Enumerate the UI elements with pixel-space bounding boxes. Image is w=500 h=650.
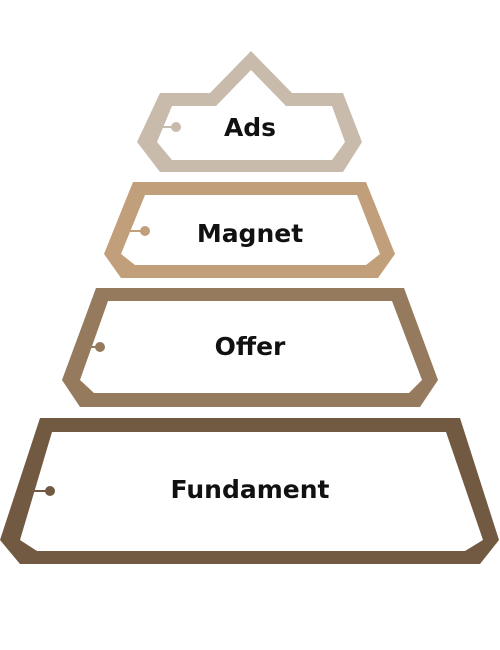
tier-fundament-dot [45,486,55,496]
tier-offer-label: Offer [215,332,286,361]
tier-magnet-shape [104,182,395,278]
tier-fundament-shape [0,418,499,564]
tier-ads-label: Ads [224,113,276,142]
tier-ads: Ads [137,51,362,172]
tier-magnet-dot [140,226,150,236]
tier-fundament-label: Fundament [171,475,330,504]
tier-fundament: Fundament [0,418,499,564]
tier-offer-dot [95,342,105,352]
tier-offer-shape [62,288,438,407]
tier-offer: Offer [62,288,438,407]
tier-ads-dot [171,122,181,132]
tier-magnet: Magnet [104,182,395,278]
tier-ads-shape [137,51,362,172]
tier-magnet-label: Magnet [197,219,303,248]
